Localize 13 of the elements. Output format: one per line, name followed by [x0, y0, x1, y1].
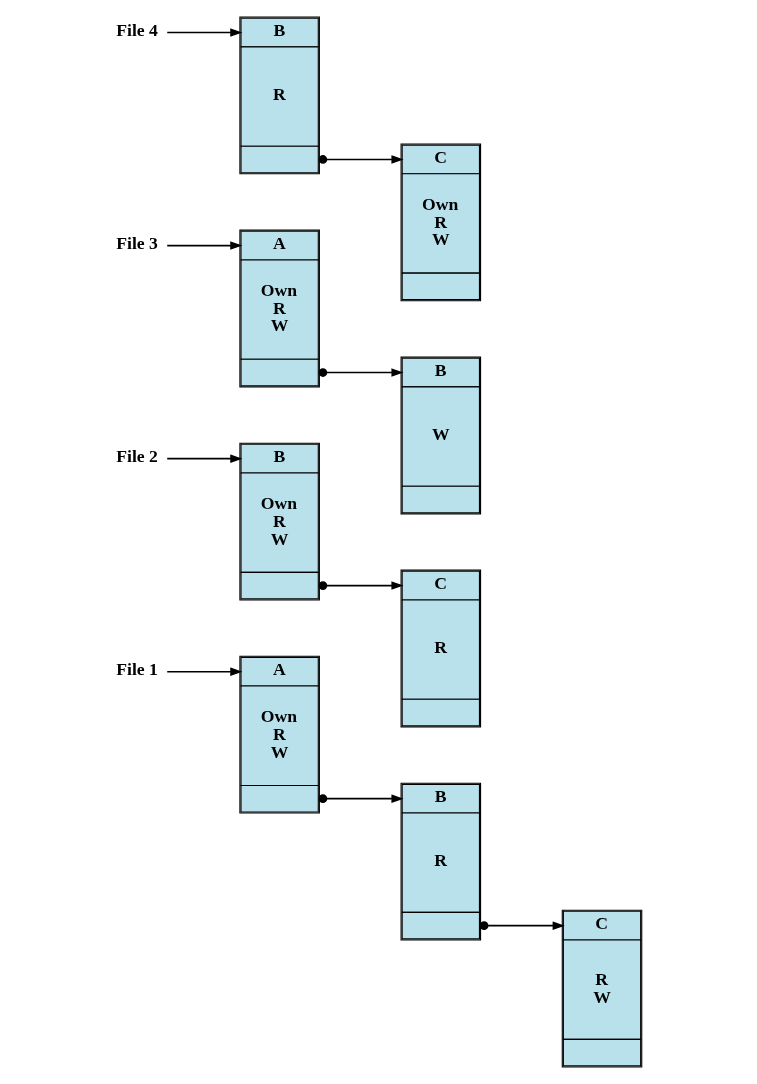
arrow — [318, 581, 404, 590]
node-text: File 1 — [115, 658, 158, 679]
arrow — [165, 28, 242, 37]
arrow — [318, 794, 404, 804]
arrow — [165, 241, 242, 250]
arrow — [165, 667, 242, 676]
arrow — [165, 454, 242, 463]
node-text: File 3 — [115, 232, 158, 253]
node-text: File 4 — [115, 19, 158, 40]
arrow — [318, 155, 404, 164]
arrow — [479, 921, 565, 930]
node-text: File 2 — [115, 445, 158, 466]
arrow — [318, 368, 404, 377]
